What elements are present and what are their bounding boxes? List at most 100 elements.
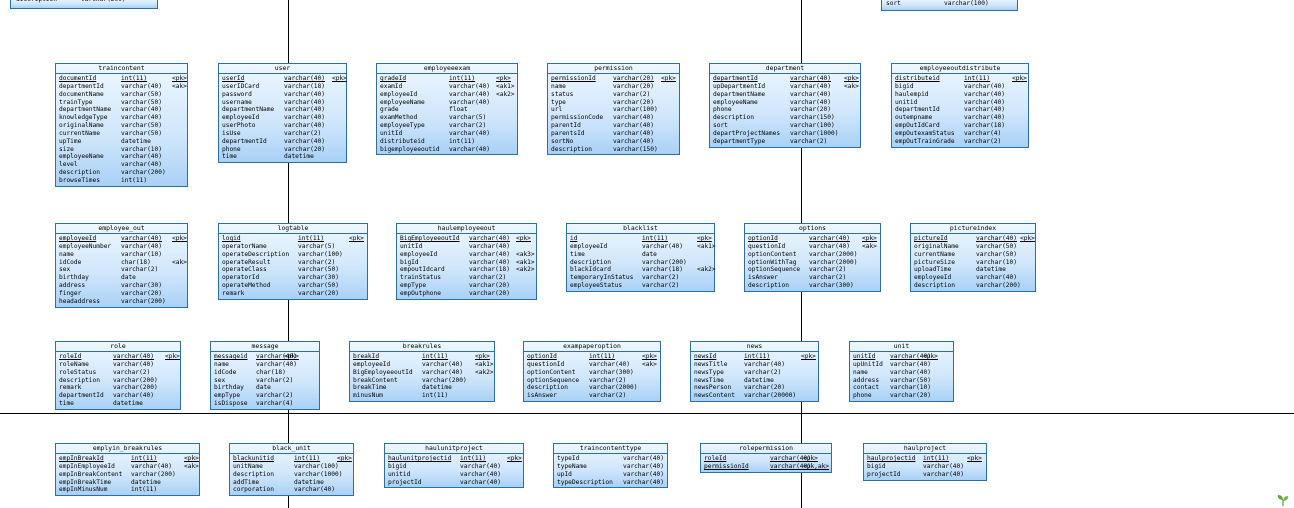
entity-title: role	[56, 342, 180, 352]
column-type: varchar(40)	[469, 242, 510, 250]
column-name: time	[59, 400, 74, 408]
column-name: optionSequence	[748, 266, 801, 274]
column-type: varchar(200)	[81, 0, 126, 4]
column-type: varchar(150)	[790, 114, 835, 122]
column-row: time datetime	[59, 400, 180, 408]
partial-entity-top-left[interactable]: discriptionvarchar(200)	[10, 0, 158, 9]
entity-title: pictureindex	[911, 224, 1035, 234]
column-key: <ak2>	[697, 266, 716, 274]
column-key: <ak>	[642, 360, 657, 368]
column-type: varchar(40)	[744, 360, 785, 368]
column-name: headaddress	[59, 297, 100, 305]
column-type: varchar(2)	[589, 392, 627, 400]
column-name: typeName	[557, 462, 587, 470]
column-name: optionSequence	[527, 376, 580, 384]
column-name: type	[551, 98, 566, 106]
entity-title: logtable	[219, 224, 367, 234]
column-name: id	[570, 235, 578, 242]
column-name: description	[527, 384, 568, 392]
column-type: datetime	[976, 266, 1006, 274]
column-name: typeDescription	[557, 478, 613, 486]
column-name: addTime	[233, 478, 260, 486]
column-type: varchar(200)	[121, 169, 166, 177]
column-type: varchar(40)	[422, 368, 463, 376]
column-key: <pk>	[661, 75, 676, 82]
column-name: unitId	[380, 129, 403, 137]
column-name: birthday	[214, 384, 244, 392]
column-name: newsId	[694, 353, 717, 360]
column-type: varchar(40)	[113, 392, 154, 400]
column-name: bigId	[400, 258, 419, 266]
column-type: int(11)	[131, 486, 158, 494]
column-type: varchar(40)	[589, 360, 630, 368]
column-type: varchar(2)	[284, 129, 322, 137]
column-type: datetime	[113, 400, 143, 408]
column-type: varchar(40)	[284, 137, 325, 145]
column-type: varchar(10)	[890, 384, 931, 392]
column-type: varchar(100)	[790, 122, 835, 130]
column-type: varchar(40)	[460, 462, 501, 470]
column-name: departmentId	[59, 392, 104, 400]
column-type: varchar(18)	[642, 266, 683, 274]
column-key: <pk>	[337, 455, 352, 462]
column-name: sort	[886, 0, 901, 7]
column-name: departmentName	[59, 106, 112, 114]
column-type: varchar(20)	[613, 75, 654, 82]
column-key: <pk>	[1020, 235, 1035, 242]
column-type: varchar(20)	[298, 289, 339, 297]
column-type: int(11)	[422, 353, 449, 360]
column-name: password	[222, 90, 252, 98]
column-name: BigEmployeeoutId	[353, 368, 413, 376]
column-name: employeeId	[400, 250, 438, 258]
column-type: varchar(40)	[121, 235, 162, 242]
column-key: <pk>	[165, 353, 180, 360]
column-type: varchar(40)	[284, 98, 325, 106]
column-type: varchar(5)	[298, 242, 336, 250]
column-type: varchar(40)	[284, 90, 325, 98]
